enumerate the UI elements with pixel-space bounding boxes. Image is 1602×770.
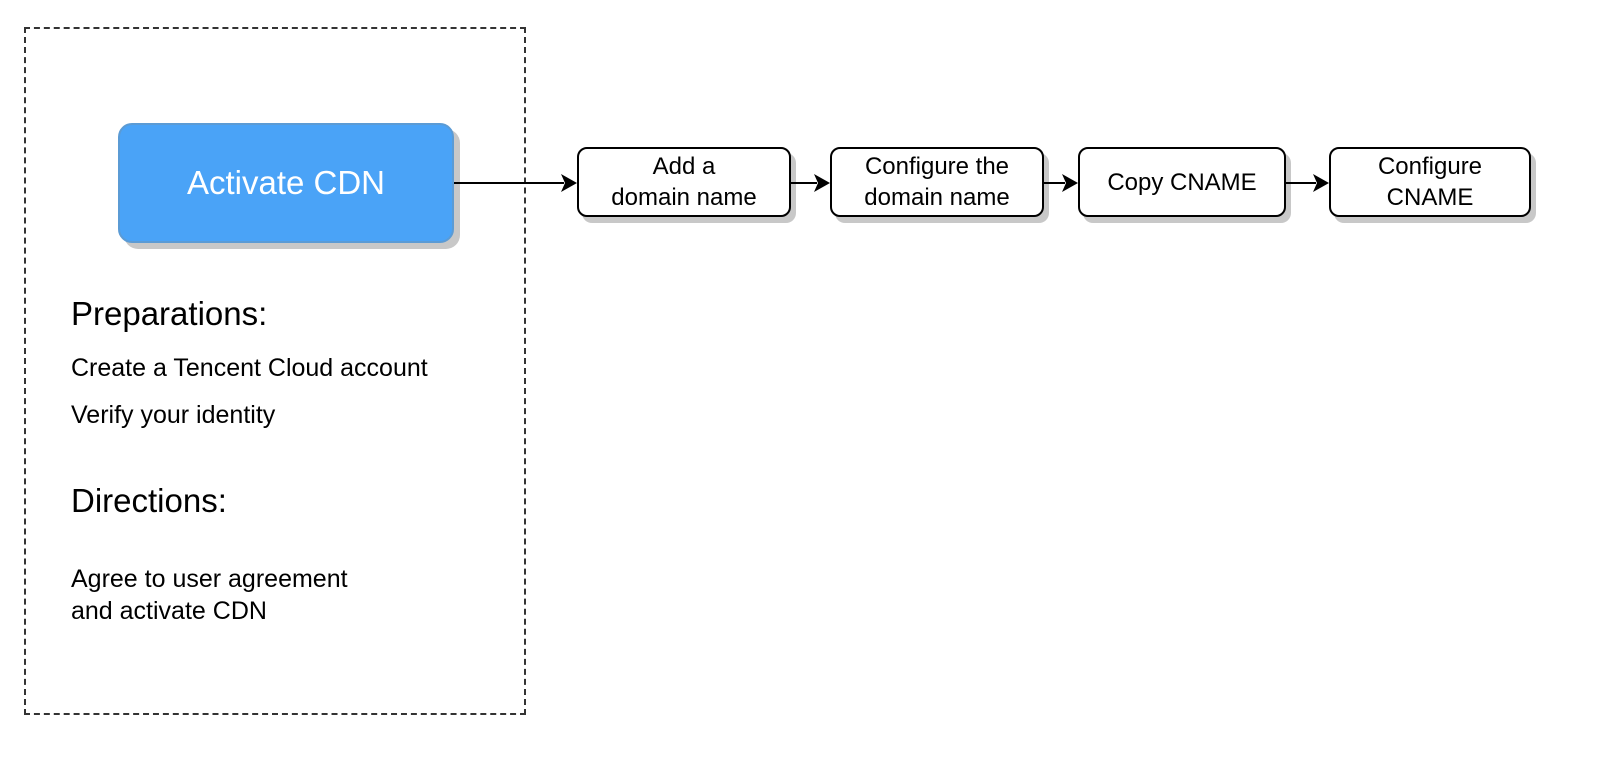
- preparation-item-account: Create a Tencent Cloud account: [71, 354, 428, 382]
- arrow-configure-domain-to-copy-cname: [1044, 174, 1078, 192]
- step-add-domain-name: Add a domain name: [577, 147, 791, 217]
- arrowhead-icon: [814, 174, 830, 192]
- step-configure-domain-name: Configure the domain name: [830, 147, 1044, 217]
- step-configure-cname-line-1: Configure: [1377, 153, 1483, 180]
- activate-cdn-label: Activate CDN: [186, 164, 386, 201]
- arrowhead-icon: [561, 174, 577, 192]
- step-add-domain-name-line-2: domain name: [611, 184, 757, 211]
- step-configure-domain-name-line-2: domain name: [864, 184, 1010, 211]
- directions-heading: Directions:: [71, 482, 227, 519]
- arrowhead-icon: [1313, 174, 1329, 192]
- step-copy-cname-line-1: Copy CNAME: [1107, 168, 1257, 196]
- step-copy-cname: Copy CNAME: [1078, 147, 1286, 217]
- activation-group-frame: [24, 27, 526, 715]
- step-add-domain-name-line-1: Add a: [652, 153, 716, 180]
- step-configure-cname: Configure CNAME: [1329, 147, 1531, 217]
- preparations-heading: Preparations:: [71, 295, 268, 332]
- step-configure-domain-name-line-1: Configure the: [864, 153, 1010, 180]
- arrow-copy-cname-to-configure-cname: [1286, 174, 1329, 192]
- activate-cdn-node: Activate CDN: [118, 123, 454, 243]
- directions-line-2: and activate CDN: [71, 597, 267, 625]
- directions-line-1: Agree to user agreement: [71, 565, 348, 593]
- arrowhead-icon: [1062, 174, 1078, 192]
- arrow-add-domain-to-configure-domain: [791, 174, 830, 192]
- preparation-item-identity: Verify your identity: [71, 401, 276, 429]
- step-configure-cname-line-2: CNAME: [1386, 184, 1474, 211]
